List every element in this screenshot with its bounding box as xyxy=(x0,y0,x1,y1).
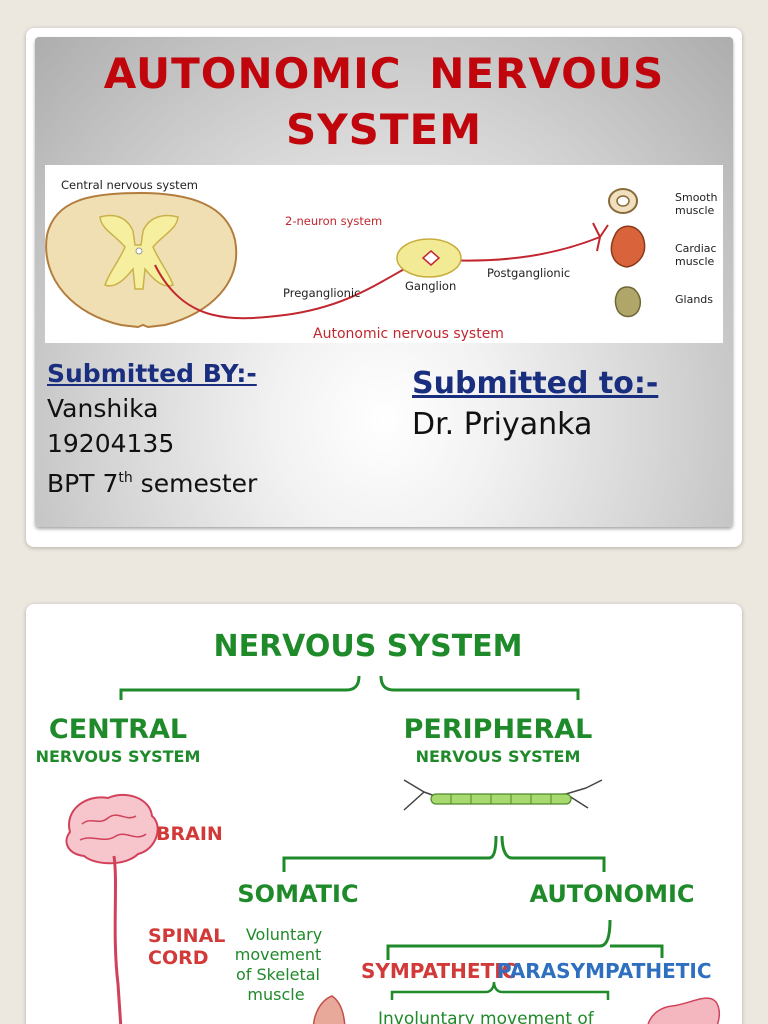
central-sub-label: NERVOUS SYSTEM xyxy=(36,747,201,766)
submitter-roll-number: 19204135 xyxy=(47,429,175,458)
recipient-name: Dr. Priyanka xyxy=(412,407,593,442)
course-suffix: semester xyxy=(132,469,258,498)
diagram-caption: Autonomic nervous system xyxy=(313,326,504,342)
slide-1-background: AUTONOMIC NERVOUS SYSTEM Central nervous… xyxy=(35,37,733,527)
brain-icon xyxy=(65,793,159,1024)
submitter-name: Vanshika xyxy=(47,394,159,423)
nervous-system-chart: NERVOUS SYSTEM CENTRAL NERVOUS SYSTEM PE… xyxy=(36,629,720,1024)
submitted-by-heading: Submitted BY:- xyxy=(47,359,257,388)
parasympathetic-label: PARASYMPATHETIC xyxy=(497,959,712,983)
course-prefix: BPT 7 xyxy=(47,469,119,498)
nervous-system-title: NERVOUS SYSTEM xyxy=(213,629,522,664)
spinal-cord-icon xyxy=(45,191,238,329)
slide-title-line-1: AUTONOMIC NERVOUS xyxy=(103,49,665,98)
central-label: CENTRAL xyxy=(49,714,187,745)
somatic-desc-2: movement xyxy=(235,945,322,964)
somatic-desc-4: muscle xyxy=(247,985,304,1004)
peripheral-label: PERIPHERAL xyxy=(404,714,593,745)
autonomic-brace-left xyxy=(386,919,612,960)
cord-label: CORD xyxy=(148,947,209,969)
autonomic-nervous-system-diagram: Central nervous system 2-neuron system P… xyxy=(45,165,723,343)
somatic-label: SOMATIC xyxy=(237,880,358,908)
label-glands: Glands xyxy=(675,293,713,306)
label-cardiac: Cardiac xyxy=(675,242,717,255)
slide-card-1[interactable]: AUTONOMIC NERVOUS SYSTEM Central nervous… xyxy=(26,28,742,547)
nerve-fiber-icon xyxy=(403,779,603,811)
label-smooth: Smooth xyxy=(675,191,717,204)
sympathetic-label: SYMPATHETIC xyxy=(361,959,516,983)
gland-icon xyxy=(614,286,641,318)
label-ganglion: Ganglion xyxy=(405,279,456,293)
submitted-to-heading: Submitted to:- xyxy=(412,366,659,401)
spinal-label: SPINAL xyxy=(148,925,225,947)
peripheral-sub-label: NERVOUS SYSTEM xyxy=(416,747,581,766)
label-postganglionic: Postganglionic xyxy=(487,266,570,280)
stomach-icon xyxy=(647,997,720,1024)
involuntary-label: Involuntary movement of xyxy=(378,1009,595,1024)
heart-icon xyxy=(610,225,646,268)
autonomic-brace-right xyxy=(610,944,664,958)
somatic-desc-3: of Skeletal xyxy=(236,965,320,984)
label-central-nervous-system: Central nervous system xyxy=(61,178,198,192)
autonomic-label: AUTONOMIC xyxy=(529,880,694,908)
skeletal-muscle-icon xyxy=(313,995,346,1024)
submitter-course: BPT 7th semester xyxy=(47,461,257,501)
course-superscript: th xyxy=(118,470,133,486)
label-preganglionic: Preganglionic xyxy=(283,286,360,300)
submitted-by-block: Submitted BY:- Vanshika 19204135 BPT 7th… xyxy=(47,357,257,501)
submitted-to-block: Submitted to:- Dr. Priyanka xyxy=(412,363,658,445)
top-brace xyxy=(119,675,580,700)
somatic-desc-1: Voluntary xyxy=(246,925,322,944)
slide-title-line-2: SYSTEM xyxy=(285,105,483,154)
postganglionic-fiber xyxy=(442,236,601,262)
brain-label: BRAIN xyxy=(156,823,223,845)
label-2-neuron-system: 2-neuron system xyxy=(285,214,382,228)
label-cardiac-muscle: muscle xyxy=(675,255,715,268)
label-smooth-muscle: muscle xyxy=(675,204,715,217)
preganglionic-fiber xyxy=(154,262,416,320)
involuntary-brace xyxy=(390,981,610,1000)
peripheral-brace xyxy=(282,835,606,872)
slide-card-2[interactable]: NERVOUS SYSTEM CENTRAL NERVOUS SYSTEM PE… xyxy=(26,604,742,1024)
